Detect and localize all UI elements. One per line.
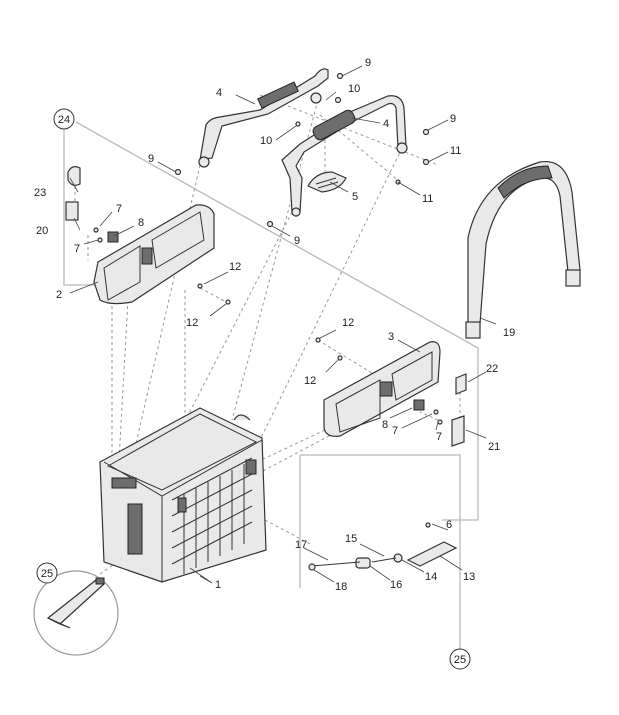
latch-hardware-left xyxy=(65,166,119,243)
callout-4-left: 4 xyxy=(216,87,222,99)
box-front-grid xyxy=(171,457,253,574)
callout-2: 2 xyxy=(56,289,62,301)
side-panel-left xyxy=(93,204,215,305)
callout-15: 15 xyxy=(345,533,357,545)
callout-12-d: 12 xyxy=(304,375,316,387)
callout-8-b: 8 xyxy=(382,419,388,431)
callout-10-b: 10 xyxy=(260,135,272,147)
handle-clip xyxy=(307,171,347,193)
callout-9-d: 9 xyxy=(294,235,300,247)
callout-13: 13 xyxy=(463,571,475,583)
latch-hardware-right xyxy=(413,373,467,447)
callout-17: 17 xyxy=(295,539,307,551)
callout-12-a: 12 xyxy=(229,261,241,273)
callout-12-c: 12 xyxy=(342,317,354,329)
callout-19: 19 xyxy=(503,327,515,339)
side-panel-right xyxy=(323,341,441,437)
callout-4-right: 4 xyxy=(383,118,389,130)
group-box-25 xyxy=(299,454,461,650)
callout-10-a: 10 xyxy=(348,83,360,95)
callout-14: 14 xyxy=(425,571,437,583)
callout-20: 20 xyxy=(36,225,48,237)
callout-11-a: 11 xyxy=(450,145,461,157)
callout-8-a: 8 xyxy=(138,217,144,229)
callout-16: 16 xyxy=(390,579,402,591)
part-callouts: 1 2 3 4 4 5 6 7 7 7 7 8 8 9 9 9 9 10 10 … xyxy=(34,57,515,593)
callout-25-label: 25 xyxy=(454,654,466,666)
callout-9-c: 9 xyxy=(148,153,154,165)
callout-1: 1 xyxy=(215,579,221,591)
callout-11-b: 11 xyxy=(422,193,433,205)
callout-6: 6 xyxy=(446,519,452,531)
circled-callout-25-right: 25 xyxy=(449,648,471,670)
callout-7-d: 7 xyxy=(436,431,442,443)
callout-22: 22 xyxy=(486,363,498,375)
callout-21: 21 xyxy=(488,441,500,453)
detail-zoom-circle xyxy=(33,570,119,656)
callout-12-b: 12 xyxy=(186,317,198,329)
callout-7-c: 7 xyxy=(392,425,398,437)
main-box xyxy=(99,407,267,583)
circled-callout-24: 24 xyxy=(53,108,75,130)
callout-3: 3 xyxy=(388,331,394,343)
callout-18: 18 xyxy=(335,581,347,593)
handle-bar-left xyxy=(198,68,329,168)
callout-25-label: 25 xyxy=(41,568,53,580)
callout-7-b: 7 xyxy=(74,243,80,255)
callout-9-a: 9 xyxy=(365,57,371,69)
handle-bar-right xyxy=(281,95,408,217)
callout-9-b: 9 xyxy=(450,113,456,125)
callout-7-a: 7 xyxy=(116,203,122,215)
callout-23: 23 xyxy=(34,187,46,199)
latch-assembly xyxy=(308,541,458,571)
circled-callout-25-left: 25 xyxy=(36,562,58,584)
leader-lines xyxy=(69,65,497,584)
fasteners xyxy=(93,72,443,528)
shoulder-strap xyxy=(465,160,581,339)
callout-5: 5 xyxy=(352,191,358,203)
callout-24-label: 24 xyxy=(58,114,70,126)
